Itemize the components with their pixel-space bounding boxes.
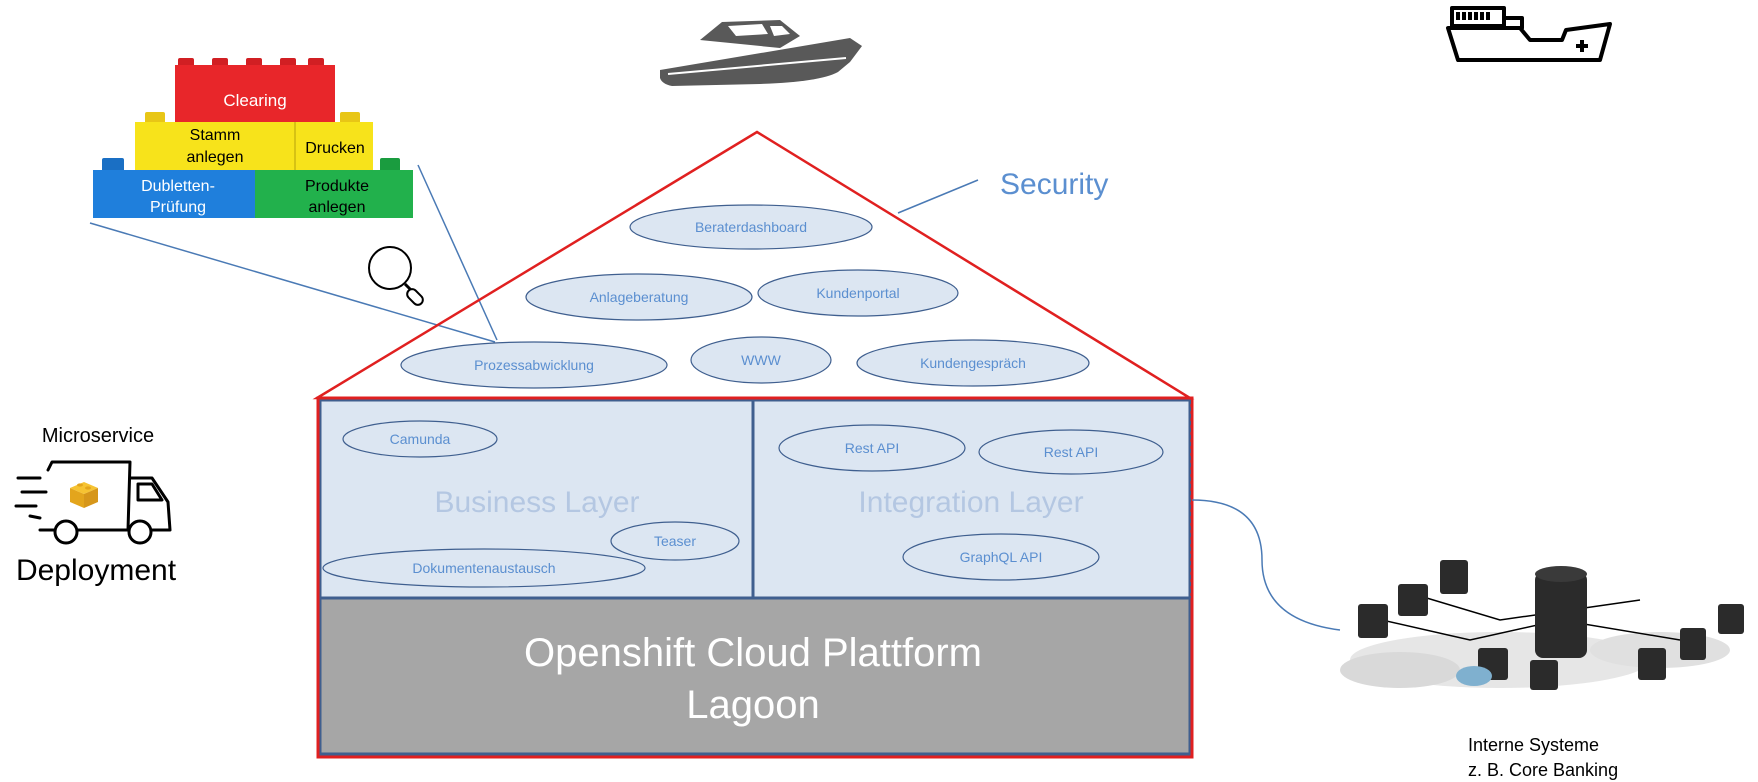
component-teaser [610,521,740,561]
app-label-kundenportal: Kundenportal [816,285,899,301]
lego-stack: Clearing Stamm anlegen Drucken Dubletten… [93,58,413,218]
lego-brick-dubletten [93,170,255,218]
cargo-ship-icon [1446,6,1612,62]
speedboat-icon [660,20,862,86]
lego-brick-clearing [175,65,335,122]
app-prozessabwicklung [400,341,668,389]
component-label-teaser: Teaser [654,533,696,549]
integration-layer-title: Integration Layer [858,486,1083,519]
lego-brick-drucken [295,122,373,170]
business-layer-title: Business Layer [434,486,639,519]
deployment-bottom-label: Deployment [16,554,177,587]
roof-apps [400,204,1090,389]
platform-box [318,596,1192,756]
magnifier-icon [368,246,424,306]
platform-title-line1: Openshift Cloud Plattform [524,631,982,675]
component-label-dokumentenaustausch: Dokumentenaustausch [412,560,555,576]
app-label-kundengespraech: Kundengespräch [920,355,1026,371]
lego-label-produkte-1: Produkte [305,178,369,195]
platform-title-line2: Lagoon [686,683,819,727]
lego-label-dubletten-2: Prüfung [150,199,206,216]
app-label-prozessabwicklung: Prozessabwicklung [474,357,594,373]
app-anlageberatung [525,273,753,321]
app-label-beraterdashboard: Beraterdashboard [695,219,807,235]
house-frame [316,396,1194,759]
app-label-www: WWW [741,352,781,368]
app-label-anlageberatung: Anlageberatung [590,289,689,305]
component-dokumentenaustausch [322,548,646,588]
component-label-rest-api-1: Rest API [845,440,899,456]
security-connector [897,179,979,214]
component-rest-api-1 [778,424,966,472]
zoom-line-right [417,164,498,341]
lego-label-stamm-1: Stamm [190,127,241,144]
app-kundengespraech [856,339,1090,387]
internal-systems-line2: z. B. Core Banking [1468,760,1618,780]
component-label-graphql-api: GraphQL API [960,549,1043,565]
lego-label-drucken: Drucken [305,140,365,157]
lego-brick-stamm [135,122,295,170]
app-kundenportal [757,269,959,317]
internal-systems-line1: Interne Systeme [1468,735,1599,755]
lego-brick-produkte [255,170,413,218]
lego-label-stamm-2: anlegen [187,149,244,166]
component-graphql-api [902,533,1100,581]
lego-label-produkte-2: anlegen [309,199,366,216]
zoom-line-left [89,222,496,343]
app-www [690,336,832,384]
component-rest-api-2 [978,429,1164,475]
deployment-top-label: Microservice [42,425,154,447]
lego-label-clearing: Clearing [223,91,286,110]
delivery-truck-icon [14,460,172,545]
lego-cube-icon [70,482,98,508]
component-label-camunda: Camunda [390,431,451,447]
internal-systems-connector [1191,499,1341,631]
lego-label-dubletten-1: Dubletten- [141,178,215,195]
app-beraterdashboard [629,204,873,250]
network-computers-icon [1340,560,1744,690]
component-camunda [342,420,498,458]
component-label-rest-api-2: Rest API [1044,444,1098,460]
security-label: Security [1000,168,1108,201]
